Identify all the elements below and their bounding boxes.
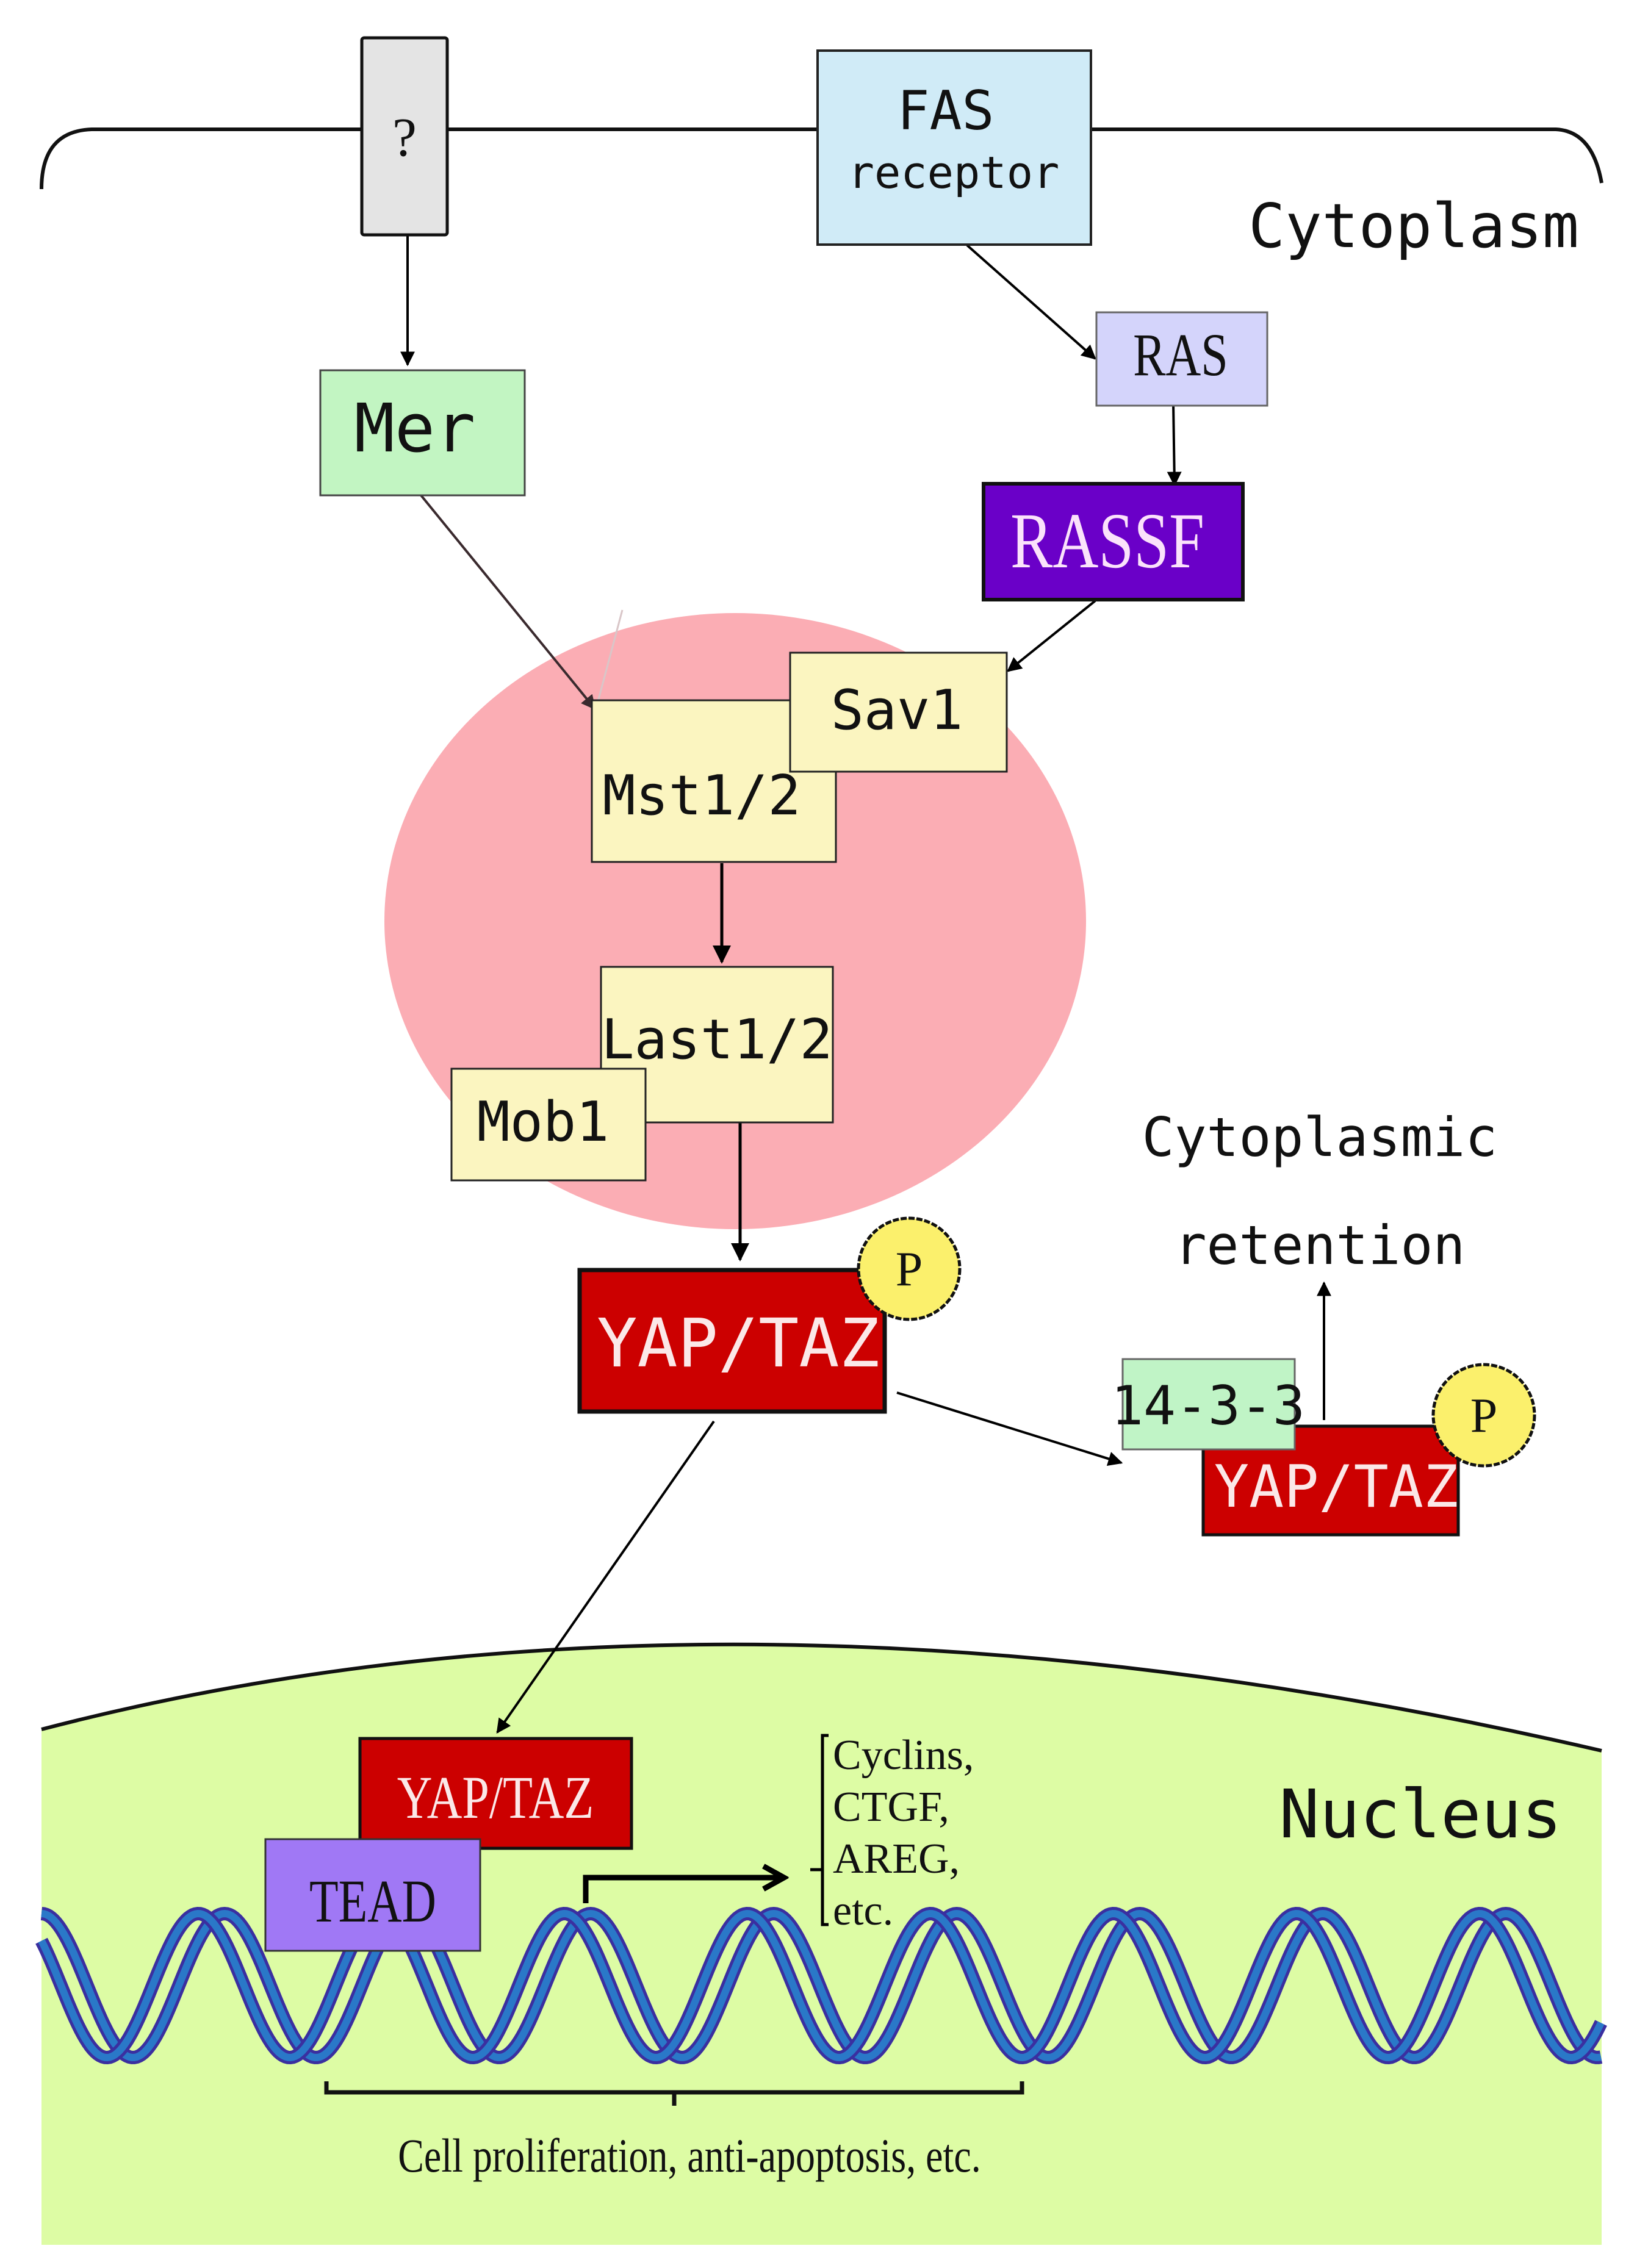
yap-taz-phosphorylated[interactable]: YAP/TAZ [577,1268,887,1414]
ras-label: RAS [1133,321,1228,389]
phospho-label-1: P [896,1243,923,1296]
protein-14-3-3[interactable]: 14-3-3 [1111,1358,1305,1451]
arrow-yaptaz-to-nucleus [496,1420,715,1734]
yap-taz-phosphorylated-label: YAP/TAZ [597,1304,880,1382]
mob1-label: Mob1 [477,1090,610,1154]
arrow-rassf-to-sav1 [1007,600,1096,672]
unknown-receptor-label: ? [392,107,417,168]
protein-14-3-3-label: 14-3-3 [1111,1374,1305,1437]
target-gene-2: CTGF, [833,1784,949,1831]
fas-receptor[interactable]: FAS receptor [816,49,1092,246]
dna-strand [38,1909,1605,2062]
phospho-label-2: P [1470,1389,1498,1443]
target-gene-3: AREG, [833,1836,960,1882]
arrow-fas-to-ras [966,244,1096,360]
ras-node[interactable]: RAS [1095,311,1268,407]
cytoplasm-label: Cytoplasm [1248,190,1579,262]
mob1-node[interactable]: Mob1 [450,1068,647,1182]
yap-taz-retained-label: YAP/TAZ [1214,1454,1458,1521]
mer-node[interactable]: Mer [319,369,526,497]
yap-taz-nuclear-label: YAP/TAZ [397,1764,594,1832]
target-gene-1: Cyclins, [833,1732,974,1779]
sav1-node[interactable]: Sav1 [789,651,1008,773]
mer-label: Mer [354,389,476,467]
fas-receptor-label-line1: FAS [898,79,995,142]
target-genes-bracket [810,1734,829,1926]
dna-helix [35,1906,1607,2065]
cell-membrane [40,127,1603,190]
tead-node[interactable]: TEAD [264,1838,481,1952]
unknown-receptor[interactable]: ? [360,36,449,237]
target-genes-list: Cyclins, CTGF, AREG, etc. [833,1732,974,1934]
target-gene-4: etc. [833,1887,893,1934]
outcome-label: Cell proliferation, anti-apoptosis, etc. [398,2130,980,2182]
fas-receptor-label-line2: receptor [848,147,1060,198]
last-label: Last1/2 [601,1008,832,1072]
retention-label-line1: Cytoplasmic [1142,1106,1498,1169]
nucleus-label: Nucleus [1279,1775,1562,1853]
sav1-label: Sav1 [831,678,963,742]
tead-label: TEAD [309,1868,436,1935]
arrow-ras-to-rassf [1167,402,1182,487]
phospho-badge-2: P [1431,1363,1536,1468]
outcome-bracket [324,2081,1024,2106]
retention-label-line2: retention [1175,1214,1466,1277]
mst-label: Mst1/2 [602,764,801,828]
arrow-mer-to-mst [420,494,596,710]
phospho-badge-1: P [857,1216,962,1321]
last-node[interactable]: Last1/2 [600,966,834,1124]
rassf-label: RASSF [1010,497,1204,585]
faint-arrow-line [597,609,624,702]
nuclear-envelope [41,1642,1602,1753]
rassf-node[interactable]: RASSF [982,482,1245,601]
yap-taz-nuclear[interactable]: YAP/TAZ [358,1737,633,1850]
arrow-yaptaz-to-1433 [896,1391,1123,1466]
transcription-arrow [583,1878,784,1903]
